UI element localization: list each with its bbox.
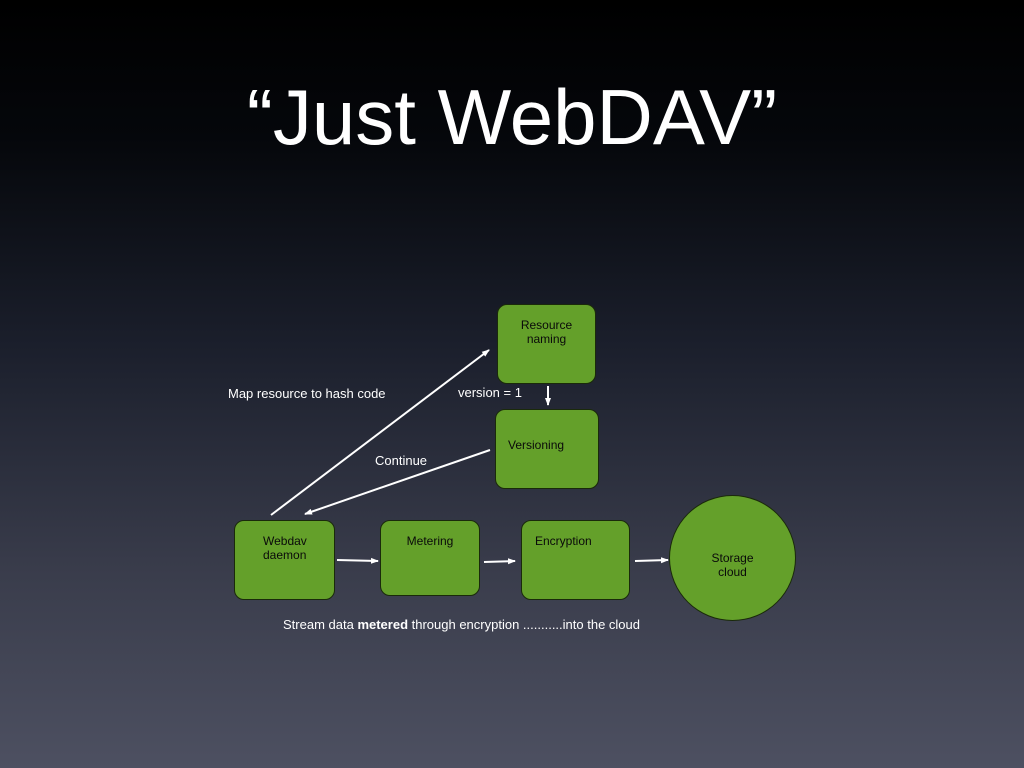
map-resource-label: Map resource to hash code	[228, 386, 386, 401]
versioning-label: Versioning	[508, 438, 565, 452]
diagram-caption: Stream data metered through encryption .…	[283, 617, 640, 633]
versioning-node: Versioning	[495, 409, 599, 489]
continue-label: Continue	[375, 453, 428, 468]
arrow-webdav-to-resource-naming	[270, 349, 490, 516]
caption-prefix: Stream data	[283, 617, 358, 632]
storage-cloud-node: Storage cloud	[669, 495, 796, 621]
metering-node: Metering	[380, 520, 480, 596]
slide-title: “Just WebDAV”	[246, 73, 778, 161]
webdav-daemon-node: Webdav daemon	[234, 520, 335, 600]
encryption-node: Encryption	[521, 520, 630, 600]
caption-suffix: through encryption ...........into the c…	[408, 617, 640, 632]
resource-naming-node: Resource naming	[497, 304, 596, 384]
encryption-label: Encryption	[535, 534, 592, 548]
caption-bold: metered	[357, 617, 409, 632]
version-label: version = 1	[458, 385, 522, 400]
resource-naming-label: Resource naming	[520, 318, 573, 346]
storage-cloud-label: Storage cloud	[711, 551, 754, 579]
arrow-encryption-to-storage	[634, 557, 669, 564]
arrow-metering-to-encryption	[483, 558, 516, 565]
metering-label: Metering	[406, 534, 454, 548]
arrow-webdav-to-metering	[336, 557, 379, 564]
webdav-daemon-label: Webdav daemon	[263, 534, 307, 562]
